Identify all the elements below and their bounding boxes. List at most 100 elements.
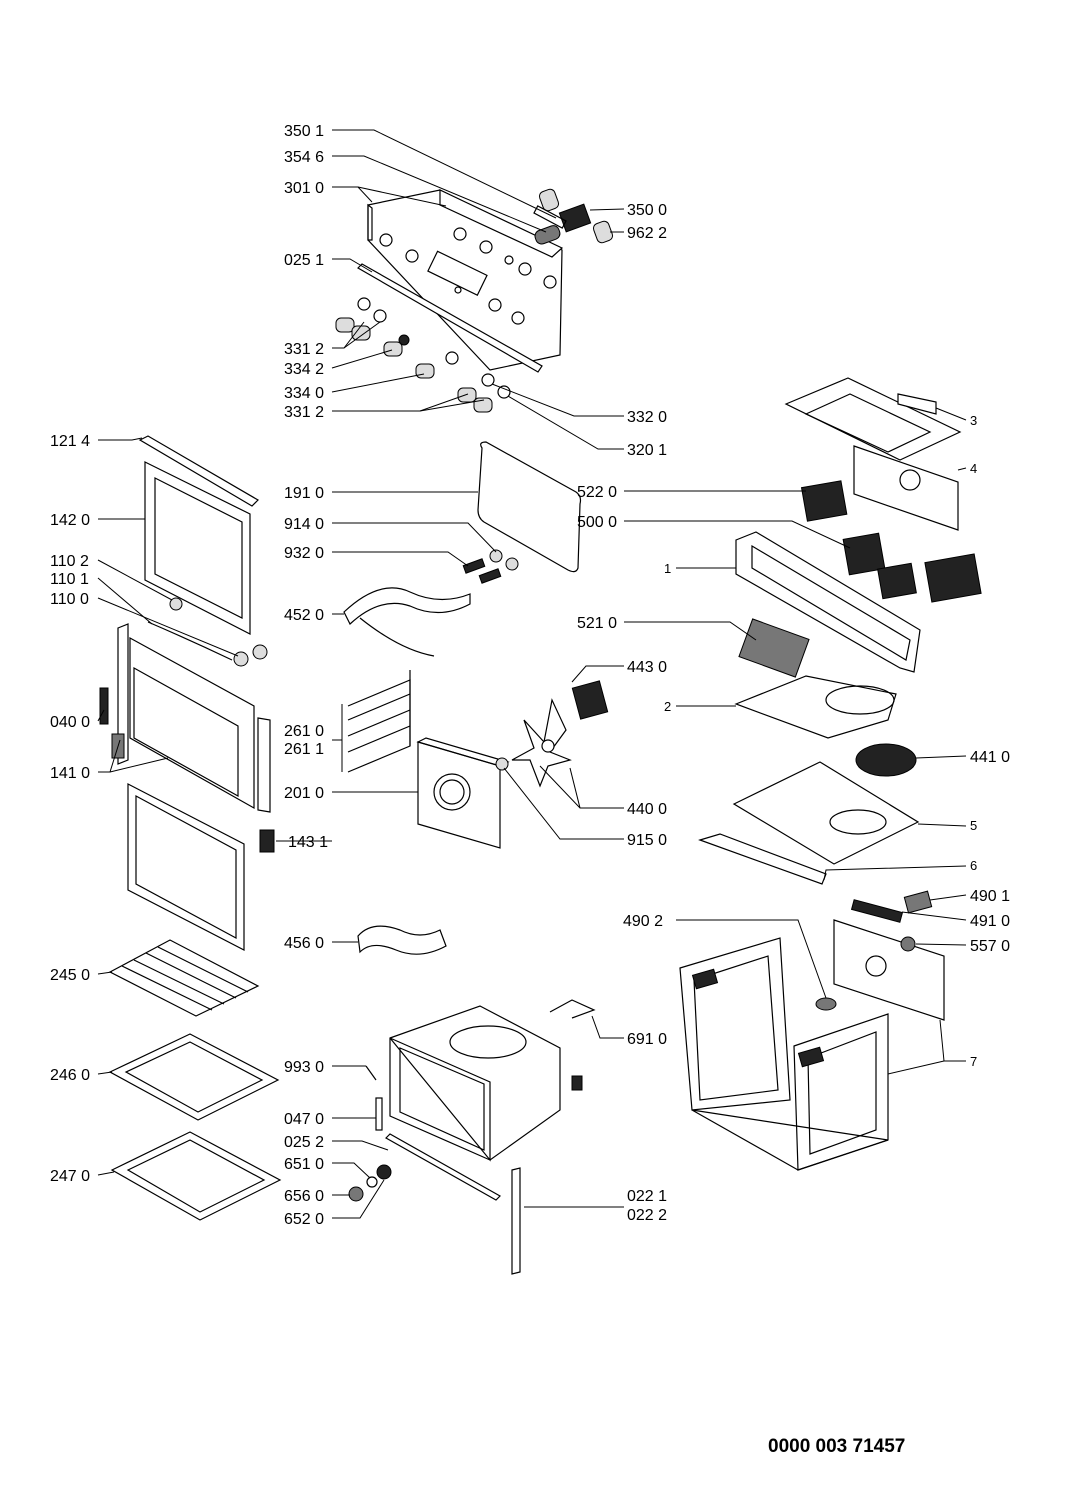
label-331-2-upper: 331 2	[284, 341, 324, 358]
label-141-0: 141 0	[50, 765, 90, 782]
label-691-0: 691 0	[627, 1031, 667, 1048]
label-245-0: 245 0	[50, 967, 90, 984]
label-915-0: 915 0	[627, 832, 667, 849]
label-331-2-lower: 331 2	[284, 404, 324, 421]
cabinet-base	[691, 1109, 889, 1171]
control-panel-group	[335, 188, 614, 413]
label-350-1: 350 1	[284, 123, 324, 140]
label-261-0: 261 0	[284, 723, 324, 740]
part-labels: 350 1 354 6 301 0 350 0 962 2 025 1 331 …	[50, 123, 1010, 1228]
label-ref-2: 2	[664, 699, 671, 714]
label-110-2: 110 2	[50, 553, 89, 570]
hinge-bracket	[375, 1097, 383, 1131]
control-panel-overlay	[439, 189, 564, 258]
label-040-0: 040 0	[50, 714, 90, 731]
label-320-1: 320 1	[627, 442, 667, 459]
relay-module-3	[924, 553, 982, 603]
label-022-2: 022 2	[627, 1207, 667, 1224]
racks-and-trays	[108, 939, 282, 1221]
label-651-0: 651 0	[284, 1156, 324, 1173]
fan-plate	[734, 675, 897, 739]
front-trim	[698, 833, 827, 885]
label-025-2: 025 2	[284, 1134, 324, 1151]
side-rail	[511, 1167, 521, 1275]
wire-shelf	[108, 939, 260, 1017]
door-latch	[259, 829, 275, 853]
upper-grill-element	[343, 587, 471, 657]
label-047-0: 047 0	[284, 1111, 324, 1128]
fan-assembly	[495, 680, 609, 788]
cooling-fan	[855, 743, 917, 777]
label-932-0: 932 0	[284, 545, 324, 562]
oven-cavity	[389, 1005, 561, 1161]
label-191-0: 191 0	[284, 485, 324, 502]
terminal-board	[833, 919, 945, 1021]
label-334-0: 334 0	[284, 385, 324, 402]
label-ref-3: 3	[970, 413, 977, 428]
leader-lines	[97, 129, 967, 1219]
label-350-0: 350 0	[627, 202, 667, 219]
top-cover	[784, 377, 962, 461]
lower-heating-element	[357, 925, 447, 955]
label-334-2: 334 2	[284, 361, 324, 378]
door-top-trim	[138, 435, 259, 507]
rear-cover	[853, 445, 959, 531]
label-246-0: 246 0	[50, 1067, 90, 1084]
shelf-runners	[347, 670, 411, 773]
baking-tray	[108, 1033, 280, 1121]
label-491-0: 491 0	[970, 913, 1010, 930]
door-group	[99, 435, 275, 951]
label-121-4: 121 4	[50, 433, 90, 450]
label-022-1: 022 1	[627, 1188, 667, 1205]
door-gasket	[477, 441, 582, 573]
terminal-490-1	[903, 890, 933, 914]
document-number: 0000 003 71457	[768, 1436, 906, 1457]
label-110-1: 110 1	[50, 571, 89, 588]
cabinet-group	[679, 937, 889, 1171]
cable-grommet	[815, 997, 837, 1011]
label-443-0: 443 0	[627, 659, 667, 676]
door-hinge-left	[117, 623, 129, 765]
label-301-0: 301 0	[284, 180, 324, 197]
top-covers-group	[698, 377, 982, 1021]
label-ref-5: 5	[970, 818, 977, 833]
front-rail	[385, 1133, 501, 1201]
label-354-6: 354 6	[284, 149, 324, 166]
temperature-probe	[549, 999, 596, 1019]
label-201-0: 201 0	[284, 785, 324, 802]
label-962-2: 962 2	[627, 225, 667, 242]
label-490-1: 490 1	[970, 888, 1010, 905]
label-247-0: 247 0	[50, 1168, 90, 1185]
oven-cavity-group	[348, 999, 596, 1275]
label-652-0: 652 0	[284, 1211, 324, 1228]
label-914-0: 914 0	[284, 516, 324, 533]
drip-pan	[110, 1131, 282, 1221]
label-522-0: 522 0	[577, 484, 617, 501]
label-ref-1: 1	[664, 561, 671, 576]
label-332-0: 332 0	[627, 409, 667, 426]
thermostat	[900, 936, 916, 952]
label-143-1: 143 1	[288, 834, 328, 851]
label-ref-7: 7	[970, 1054, 977, 1069]
label-452-0: 452 0	[284, 607, 324, 624]
switch-knob-350-0	[538, 188, 560, 212]
label-557-0: 557 0	[970, 938, 1010, 955]
label-440-0: 440 0	[627, 801, 667, 818]
power-board	[738, 618, 810, 678]
switch-knob-962-2	[592, 220, 614, 244]
label-142-0: 142 0	[50, 512, 90, 529]
label-441-0: 441 0	[970, 749, 1010, 766]
label-490-2: 490 2	[623, 913, 663, 930]
cavity-components	[343, 441, 609, 955]
door-inner-glass	[129, 636, 255, 810]
control-knobs	[335, 297, 511, 413]
label-656-0: 656 0	[284, 1188, 324, 1205]
label-ref-4: 4	[970, 461, 977, 476]
connector-strip	[850, 899, 904, 923]
label-456-0: 456 0	[284, 935, 324, 952]
relay-module-2	[842, 532, 886, 576]
fan-motor	[571, 680, 609, 720]
cover-bracket	[897, 393, 937, 415]
label-110-0: 110 0	[50, 591, 89, 608]
